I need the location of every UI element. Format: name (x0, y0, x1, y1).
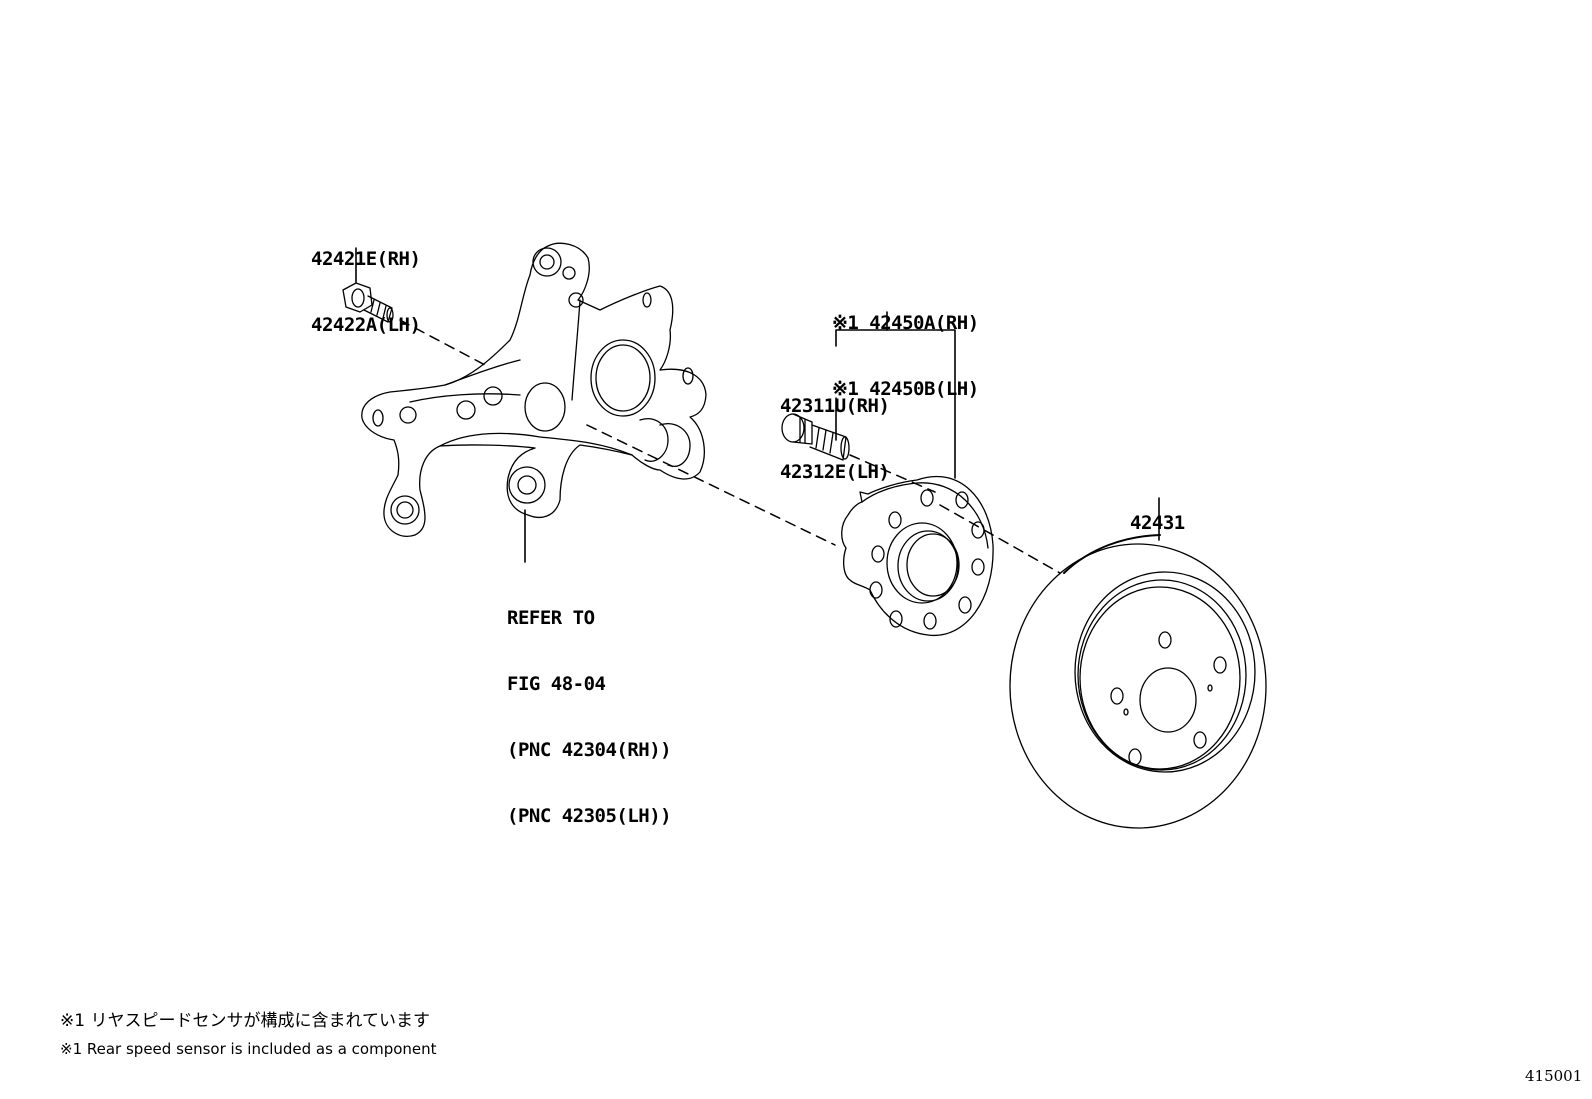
reference-line-2: FIG 48-04 (507, 673, 606, 695)
part-number-lh: 42312E(LH) (780, 461, 890, 483)
hub-bearing-drawing (841, 475, 994, 636)
callout-hub-bolt[interactable]: 42311U(RH) 42312E(LH) (780, 351, 890, 527)
part-number: 42431 (1130, 512, 1185, 534)
assembly-dashed-lines (399, 319, 1061, 574)
part-number-lh: 42422A(LH) (311, 314, 421, 336)
hub-bolt-drawing (781, 413, 850, 461)
steering-knuckle-drawing (361, 242, 707, 537)
callout-knuckle-bolt[interactable]: 42421E(RH) 42422A(LH) (311, 204, 421, 380)
reference-line-1: REFER TO (507, 607, 595, 629)
knuckle-bolt-drawing (342, 282, 394, 323)
disc-rotor-drawing (1009, 534, 1267, 829)
footnote-english: ※1 Rear speed sensor is included as a co… (60, 1040, 437, 1058)
part-number-lh: ※1 42450B(LH) (832, 378, 979, 400)
figure-number: 415001 (1525, 1067, 1583, 1085)
callout-knuckle-reference[interactable]: REFER TO FIG 48-04 (PNC 42304(RH)) (PNC … (507, 563, 672, 871)
bracket-hub-bearing (835, 329, 956, 479)
reference-line-4: (PNC 42305(LH)) (507, 805, 672, 827)
reference-line-3: (PNC 42304(RH)) (507, 739, 672, 761)
part-number-rh: 42311U(RH) (780, 395, 890, 417)
part-number-rh: ※1 42450A(RH) (832, 312, 979, 334)
part-number-rh: 42421E(RH) (311, 248, 421, 270)
callout-hub-bearing[interactable]: ※1 42450A(RH) ※1 42450B(LH) (832, 268, 979, 444)
footnote-japanese: ※1 リヤスピードセンサが構成に含まれています (60, 1011, 430, 1031)
callout-disc-rotor[interactable]: 42431 (1130, 468, 1185, 578)
